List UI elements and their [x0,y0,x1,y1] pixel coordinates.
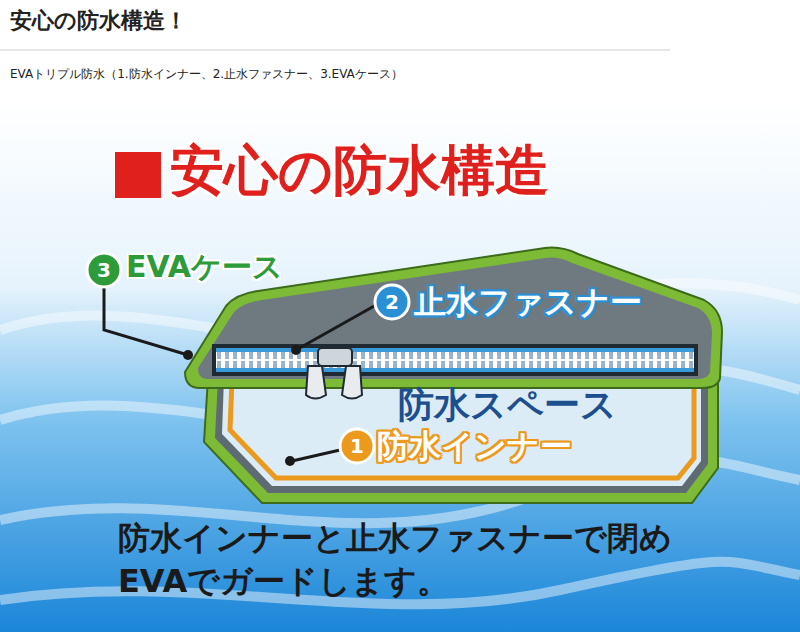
waterproof-space [222,378,701,486]
caption-line: 防水インナーと止水ファスナーで閉め [118,520,672,557]
red-square [115,152,161,198]
eva-body [204,378,718,503]
part-label: EVAケース [126,250,283,285]
caption-line: EVAでガードします。 [118,563,449,600]
part-label: 止水ファスナー [414,284,642,321]
callout-number: 3 [97,259,111,282]
case-shell [215,378,708,493]
rule [0,50,670,51]
region-label: 防水スペース [398,384,617,425]
subtitle: EVAトリプル防水（1.防水インナー、2.止水ファスナー、3.EVAケース） [10,68,403,82]
part-label: 防水インナー [377,428,572,465]
callout-circle [340,429,374,463]
callout-number: 2 [385,291,399,314]
zipper-pull [306,348,362,399]
leader-lines [104,287,376,461]
banner-heading: 安心の防水構造 [170,140,549,202]
leader-dots [183,345,301,466]
callout-circle [375,285,409,319]
page-title: 安心の防水構造！ [10,8,187,33]
callout-circle [87,253,121,287]
zipper-frame [212,344,698,376]
callout-number: 1 [350,435,364,458]
waterproof-inner [230,380,694,478]
sea-ground [0,100,800,632]
